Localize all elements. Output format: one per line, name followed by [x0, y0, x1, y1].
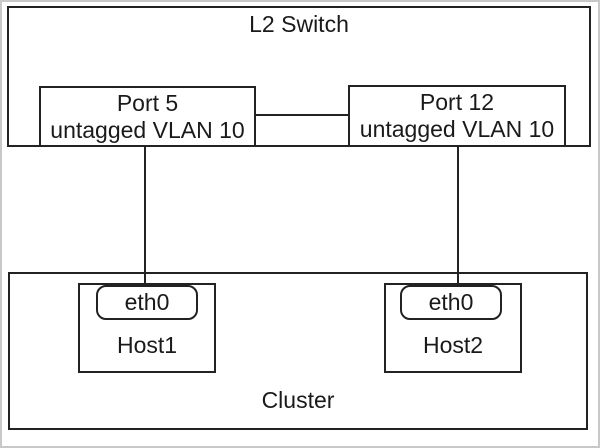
host2-label: Host2 [422, 332, 484, 358]
host2-eth0-box: eth0 [400, 285, 502, 320]
host1-eth0-box: eth0 [96, 285, 198, 320]
port5-port12-link-line [250, 114, 354, 116]
port12-to-host2-eth0-line [457, 145, 459, 287]
port5-to-host1-eth0-line [144, 145, 146, 287]
host1-label: Host1 [116, 332, 178, 358]
host1-box: eth0 Host1 [78, 283, 216, 373]
host2-eth0-label: eth0 [428, 289, 474, 315]
port12-box: Port 12 untagged VLAN 10 [348, 85, 566, 147]
port5-vlan-label: untagged VLAN 10 [50, 116, 245, 143]
port5-title: Port 5 [116, 89, 179, 116]
cluster-label: Cluster [261, 387, 335, 413]
l2-switch-label: L2 Switch [249, 11, 349, 37]
port12-title: Port 12 [419, 89, 495, 115]
host1-eth0-label: eth0 [124, 289, 170, 315]
port12-vlan-label: untagged VLAN 10 [359, 116, 555, 142]
host2-box: eth0 Host2 [384, 283, 522, 373]
port5-box: Port 5 untagged VLAN 10 [39, 86, 256, 147]
